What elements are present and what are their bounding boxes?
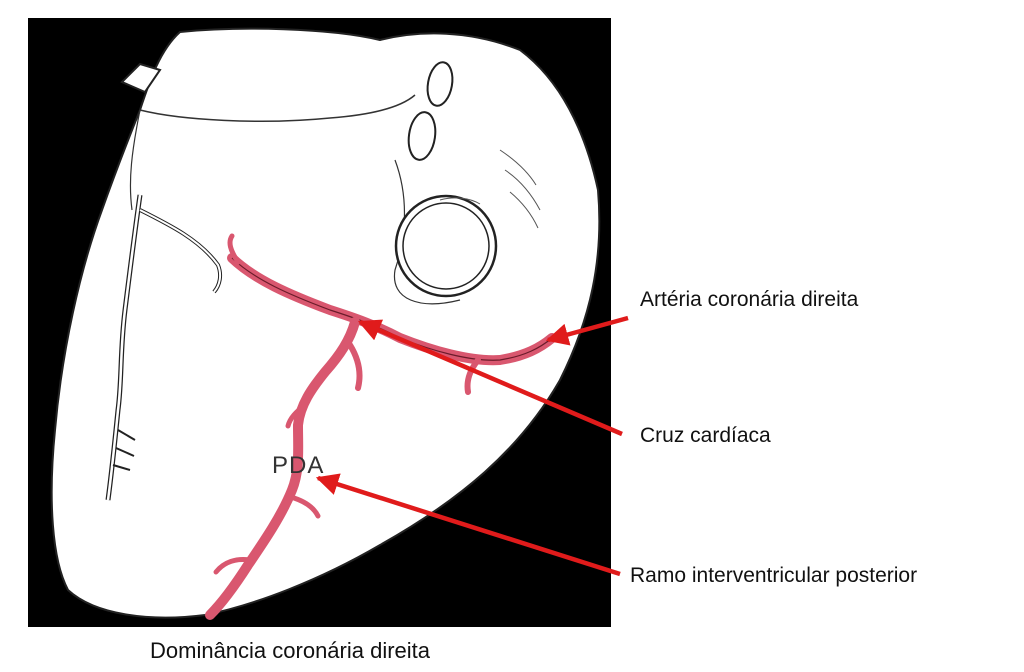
arrow-posterior-interventricular-branch (315, 473, 621, 577)
atrial-contour-lower (393, 159, 461, 305)
upper-vein-branch-inner (139, 209, 222, 293)
left-vein-inner (106, 194, 142, 501)
heart-outline (50, 27, 601, 619)
posterior-descending-artery (205, 317, 360, 620)
label-posterior-interventricular-branch: Ramo interventricular posterior (630, 564, 918, 587)
vein-twigs (112, 429, 136, 471)
atrial-contour (139, 94, 416, 122)
pda-branch-right (347, 342, 363, 391)
vessel-stump-middle (407, 111, 437, 161)
arrow-right-coronary-artery (545, 315, 629, 346)
pda-branch-low-left (213, 557, 253, 575)
label-crux-cordis: Cruz cardíaca (640, 424, 771, 447)
figure-caption: Dominância coronária direita (150, 638, 431, 663)
rca-side-branch (464, 357, 481, 395)
label-right-coronary-artery: Artéria coronária direita (640, 288, 859, 311)
vessel-stump-left (120, 62, 162, 94)
vessel-stump-top (426, 61, 454, 107)
pda-branch-lower (291, 495, 321, 519)
inferior-vena-cava-opening (394, 194, 498, 298)
rca-origin-branch (227, 233, 241, 265)
arrow-crux-cordis (357, 319, 623, 437)
right-atrium-edge (129, 109, 141, 211)
shading-lines (439, 149, 541, 229)
label-pda: PDA (272, 452, 325, 479)
pda-branch-upper (285, 402, 308, 429)
inferior-vena-cava-inner (402, 202, 490, 290)
